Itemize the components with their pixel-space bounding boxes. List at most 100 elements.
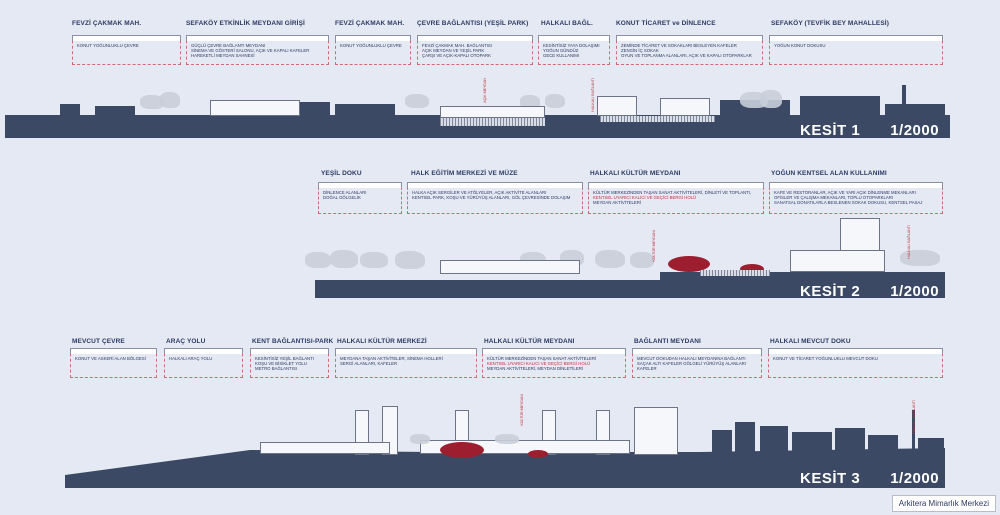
zone-text: KESİNTİSİZ YEŞİL BAĞLANTI KOŞU VE BİSİKL… bbox=[255, 356, 314, 372]
zone-box: DİNLENCE ALANLARI DOĞAL GÖLGELİK bbox=[318, 182, 402, 214]
tree bbox=[520, 95, 540, 109]
zone-text: DİNLENCE ALANLARI DOĞAL GÖLGELİK bbox=[323, 190, 367, 201]
zone-text: KÜLTÜR MERKEZİNDEN TAŞAN SANAT AKTİVİTEL… bbox=[487, 356, 597, 361]
vertical-note: HALKALI BAĞLANTI bbox=[912, 400, 916, 434]
building-silhouette bbox=[918, 438, 944, 452]
section-scale: 1/2000 bbox=[890, 283, 940, 300]
zone-box: MEYDANA TAŞAN AKTİVİTELER, SİNEMA HOLLER… bbox=[335, 348, 477, 378]
tree bbox=[495, 434, 519, 444]
red-sculpture bbox=[528, 450, 548, 458]
building-silhouette bbox=[792, 432, 832, 452]
building bbox=[440, 260, 580, 274]
tree bbox=[305, 252, 331, 268]
vertical-note: AÇIK MEYDAN bbox=[483, 78, 487, 103]
tree bbox=[330, 250, 358, 268]
ground-slope bbox=[660, 272, 945, 282]
building-silhouette bbox=[60, 104, 80, 116]
zone-text-highlight: KENTSEL UYARICI KALICI VE GEÇİCİ BERGİ H… bbox=[487, 361, 591, 367]
section-name: KESİT 1 bbox=[800, 122, 861, 139]
building-silhouette bbox=[868, 435, 898, 452]
vertical-note: HALKALI BAĞLANTI bbox=[591, 78, 595, 112]
zone-text: MEYDAN AKTİVİTELERİ, MEYDAN DİNLETİLERİ bbox=[487, 366, 583, 372]
tree bbox=[630, 252, 654, 268]
zone-text: KONUT VE TİCARET YOĞUNLUKLU MEVCUT DOKU bbox=[773, 356, 878, 361]
zone-label: HALKALI KÜLTÜR MERKEZİ bbox=[337, 338, 427, 345]
zone-text: KESİNTİSİZ YAYA DOLAŞIMI YOĞUN GÜNDÜZ GE… bbox=[543, 43, 600, 59]
zone-label: ÇEVRE BAĞLANTISI (YEŞİL PARK) bbox=[417, 20, 529, 27]
zone-text: KONUT VE ASKERİ ALAN BÖLGESİ bbox=[75, 356, 146, 361]
zone-label: MEVCUT ÇEVRE bbox=[72, 338, 125, 345]
ground-profile bbox=[65, 448, 945, 488]
tree bbox=[405, 94, 429, 108]
tree bbox=[595, 250, 625, 268]
building-silhouette bbox=[735, 422, 755, 452]
zone-label: HALKALI MEVCUT DOKU bbox=[770, 338, 851, 345]
zone-label: SEFAKÖY (TEVFİK BEY MAHALLESİ) bbox=[771, 20, 889, 27]
building-silhouette bbox=[95, 106, 135, 116]
zone-box: KONUT YOĞUNLUKLU ÇEVRE bbox=[335, 35, 411, 65]
tree bbox=[360, 252, 388, 268]
tree bbox=[140, 95, 164, 109]
zone-text: KONUT YOĞUNLUKLU ÇEVRE bbox=[340, 43, 402, 48]
zone-text: KÜLTÜR MERKEZİNDEN TAŞAN SANAT AKTİVİTEL… bbox=[593, 190, 752, 195]
tree bbox=[760, 90, 782, 108]
zone-box: KONUT VE TİCARET YOĞUNLUKLU MEVCUT DOKU bbox=[768, 348, 943, 378]
credit-label: Arkitera Mimarlık Merkezi bbox=[891, 495, 996, 512]
building-silhouette bbox=[835, 428, 865, 452]
section-scale: 1/2000 bbox=[890, 470, 940, 487]
section-kesit-2: YEŞİL DOKU HALK EĞİTİM MERKEZİ VE MÜZE H… bbox=[0, 160, 1000, 310]
building-silhouette bbox=[760, 426, 788, 452]
section-scale: 1/2000 bbox=[890, 122, 940, 139]
zone-label: FEVZİ ÇAKMAK MAH. bbox=[72, 20, 142, 27]
zone-text-highlight: KENTSEL UYARICI KALICI VE GEÇİCİ BERGİ H… bbox=[593, 195, 697, 201]
zone-text: GÜÇLÜ ÇEVRE BAĞLANTI MEYDANI SİNEMA VE G… bbox=[191, 43, 310, 59]
zone-text: KONUT YOĞUNLUKLU ÇEVRE bbox=[77, 43, 139, 48]
zone-text: YOĞUN KONUT DOKUSU bbox=[774, 43, 826, 48]
vertical-note: KÜLTÜR MEYDANI bbox=[652, 230, 656, 262]
tree bbox=[395, 251, 425, 269]
section-name: KESİT 2 bbox=[800, 283, 861, 300]
red-sculpture bbox=[740, 264, 764, 274]
building-silhouette bbox=[300, 102, 330, 116]
mosque-silhouette bbox=[902, 85, 906, 116]
zone-box: MEVCUT DOKUDAN HALKALI MEYDANINA BAĞLANT… bbox=[632, 348, 762, 378]
zone-box: KONUT YOĞUNLUKLU ÇEVRE bbox=[72, 35, 181, 65]
zone-box: HALKA AÇIK SERGİLER VE ATÖLYELER, AÇIK A… bbox=[407, 182, 583, 214]
section-title: KESİT 3 1/2000 bbox=[800, 470, 939, 487]
red-sculpture bbox=[440, 442, 484, 458]
zone-box: KESİNTİSİZ YEŞİL BAĞLANTI KOŞU VE BİSİKL… bbox=[250, 348, 329, 378]
building bbox=[260, 442, 390, 454]
zone-box: ZEMİNDE TİCARET VE SOKAKLARI BESLEYEN KA… bbox=[616, 35, 763, 65]
zone-label: HALKALI BAĞL. bbox=[541, 20, 593, 27]
building bbox=[210, 100, 300, 116]
section-title: KESİT 1 1/2000 bbox=[800, 122, 939, 139]
tree bbox=[900, 250, 940, 266]
building-silhouette bbox=[800, 96, 880, 116]
zone-label: BAĞLANTI MEYDANI bbox=[634, 338, 701, 345]
building-silhouette bbox=[912, 410, 915, 452]
section-title: KESİT 2 1/2000 bbox=[800, 283, 939, 300]
building bbox=[790, 250, 885, 272]
zone-label: HALKALI KÜLTÜR MEYDANI bbox=[590, 170, 681, 177]
zone-label: SEFAKÖY ETKİNLİK MEYDANI GİRİŞİ bbox=[186, 20, 305, 27]
ground-section-hatch bbox=[440, 118, 545, 126]
zone-box: HALKALI ARAÇ YOLU bbox=[164, 348, 243, 378]
zone-text: FEVZİ ÇAKMAK MAH. BAĞLANTISI AÇIK MEYDAN… bbox=[422, 43, 492, 59]
zone-box: KAFE VE RESTORANLAR, AÇIK VE YARI AÇIK D… bbox=[769, 182, 943, 214]
zone-label: KENT BAĞLANTISI-PARK bbox=[252, 338, 334, 345]
zone-text: MEYDAN AKTİVİTELERİ bbox=[593, 200, 641, 206]
zone-label: FEVZİ ÇAKMAK MAH. bbox=[335, 20, 405, 27]
zone-label: YOĞUN KENTSEL ALAN KULLANIMI bbox=[771, 170, 887, 177]
section-name: KESİT 3 bbox=[800, 470, 861, 487]
zone-box: KONUT VE ASKERİ ALAN BÖLGESİ bbox=[70, 348, 157, 378]
zone-text: ZEMİNDE TİCARET VE SOKAKLARI BESLEYEN KA… bbox=[621, 43, 752, 59]
zone-text: HALKA AÇIK SERGİLER VE ATÖLYELER, AÇIK A… bbox=[412, 190, 571, 201]
building bbox=[597, 96, 637, 116]
ground-section-hatch bbox=[700, 270, 770, 276]
zone-text: MEVCUT DOKUDAN HALKALI MEYDANINA BAĞLANT… bbox=[637, 356, 746, 372]
building bbox=[440, 106, 545, 118]
zone-text: HALKALI ARAÇ YOLU bbox=[169, 356, 213, 361]
zone-label: HALKALI KÜLTÜR MEYDANI bbox=[484, 338, 575, 345]
zone-box: KÜLTÜR MERKEZİNDEN TAŞAN SANAT AKTİVİTEL… bbox=[588, 182, 764, 214]
ground-section-hatch bbox=[600, 116, 715, 122]
